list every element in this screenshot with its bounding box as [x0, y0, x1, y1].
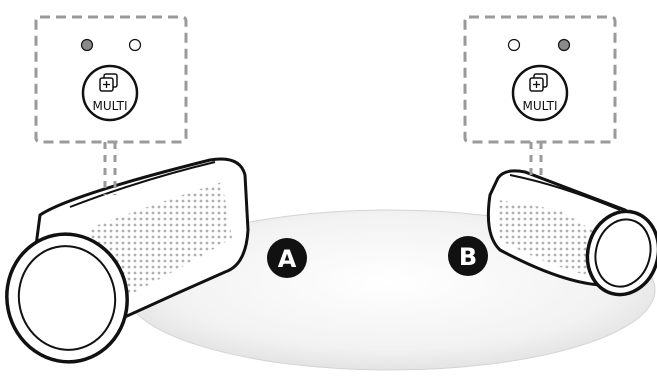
speaker-a [5, 157, 250, 364]
speaker-a-led-1 [80, 38, 94, 52]
speaker-b-callout-connector [529, 142, 543, 180]
speaker-a-grille [90, 182, 232, 300]
speaker-b-button-label: MULTI [522, 99, 557, 113]
speaker-a-button-label: MULTI [92, 99, 127, 113]
label-a: A [278, 245, 297, 273]
speaker-a-callout-connector [103, 142, 117, 195]
multi-icon [99, 73, 118, 92]
speaker-b [486, 169, 657, 297]
speaker-a-top-strip [69, 161, 216, 208]
speaker-b-grille [498, 200, 600, 275]
speaker-b-led-1 [507, 38, 521, 52]
label-b: B [459, 243, 477, 271]
multi-icon [529, 73, 548, 92]
speaker-a-led-2 [128, 38, 142, 52]
speaker-a-multi-button[interactable]: MULTI [81, 64, 139, 122]
label-badge-b: B [448, 236, 488, 276]
speaker-b-led-2 [557, 38, 571, 52]
speaker-b-multi-button[interactable]: MULTI [511, 64, 569, 122]
label-badge-a: A [267, 238, 307, 278]
speaker-b-top-strip [509, 174, 621, 211]
